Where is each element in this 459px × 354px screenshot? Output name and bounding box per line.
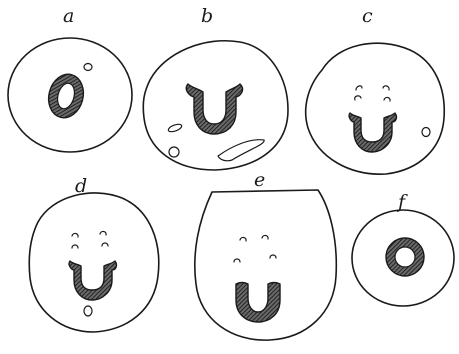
panel-e: e	[195, 169, 337, 340]
chromatin-c-2	[355, 96, 361, 100]
chromatin-d-3	[100, 231, 106, 235]
chromatin-c-4	[384, 97, 390, 101]
panel-c: c	[306, 5, 445, 174]
nucleus-horseshoe-b	[186, 84, 242, 134]
panel-label-c: c	[362, 5, 373, 27]
granule-d	[84, 306, 92, 316]
panel-label-a: a	[63, 5, 74, 27]
chromatin-d-4	[102, 243, 108, 246]
granule-b-1	[167, 123, 182, 133]
granule-b-2	[169, 147, 179, 157]
nucleus-hole-f	[395, 247, 415, 267]
chromatin-e-2	[234, 259, 240, 262]
nucleus-horseshoe-d	[69, 261, 116, 300]
granule-c	[422, 128, 430, 137]
chromatin-e-3	[262, 235, 268, 239]
panel-f: f	[352, 191, 454, 306]
chromatin-d-1	[72, 233, 78, 237]
nucleus-horseshoe-c	[349, 113, 396, 152]
granule-b-3	[218, 140, 264, 161]
panel-label-e: e	[254, 169, 265, 191]
panel-b: b	[143, 5, 288, 170]
nucleus-horseshoe-e	[236, 283, 280, 323]
panel-label-b: b	[201, 5, 213, 27]
cell-c-outline	[306, 43, 445, 174]
cell-b-outline	[143, 41, 288, 170]
granule-a	[84, 64, 92, 71]
panel-d: d	[29, 175, 158, 332]
chromatin-e-4	[270, 255, 276, 258]
chromatin-d-2	[72, 245, 78, 248]
panel-a: a	[8, 5, 132, 152]
chromatin-e-1	[240, 237, 246, 241]
chromatin-c-3	[383, 86, 389, 90]
cell-d-outline	[29, 193, 158, 332]
chromatin-c-1	[356, 86, 362, 90]
